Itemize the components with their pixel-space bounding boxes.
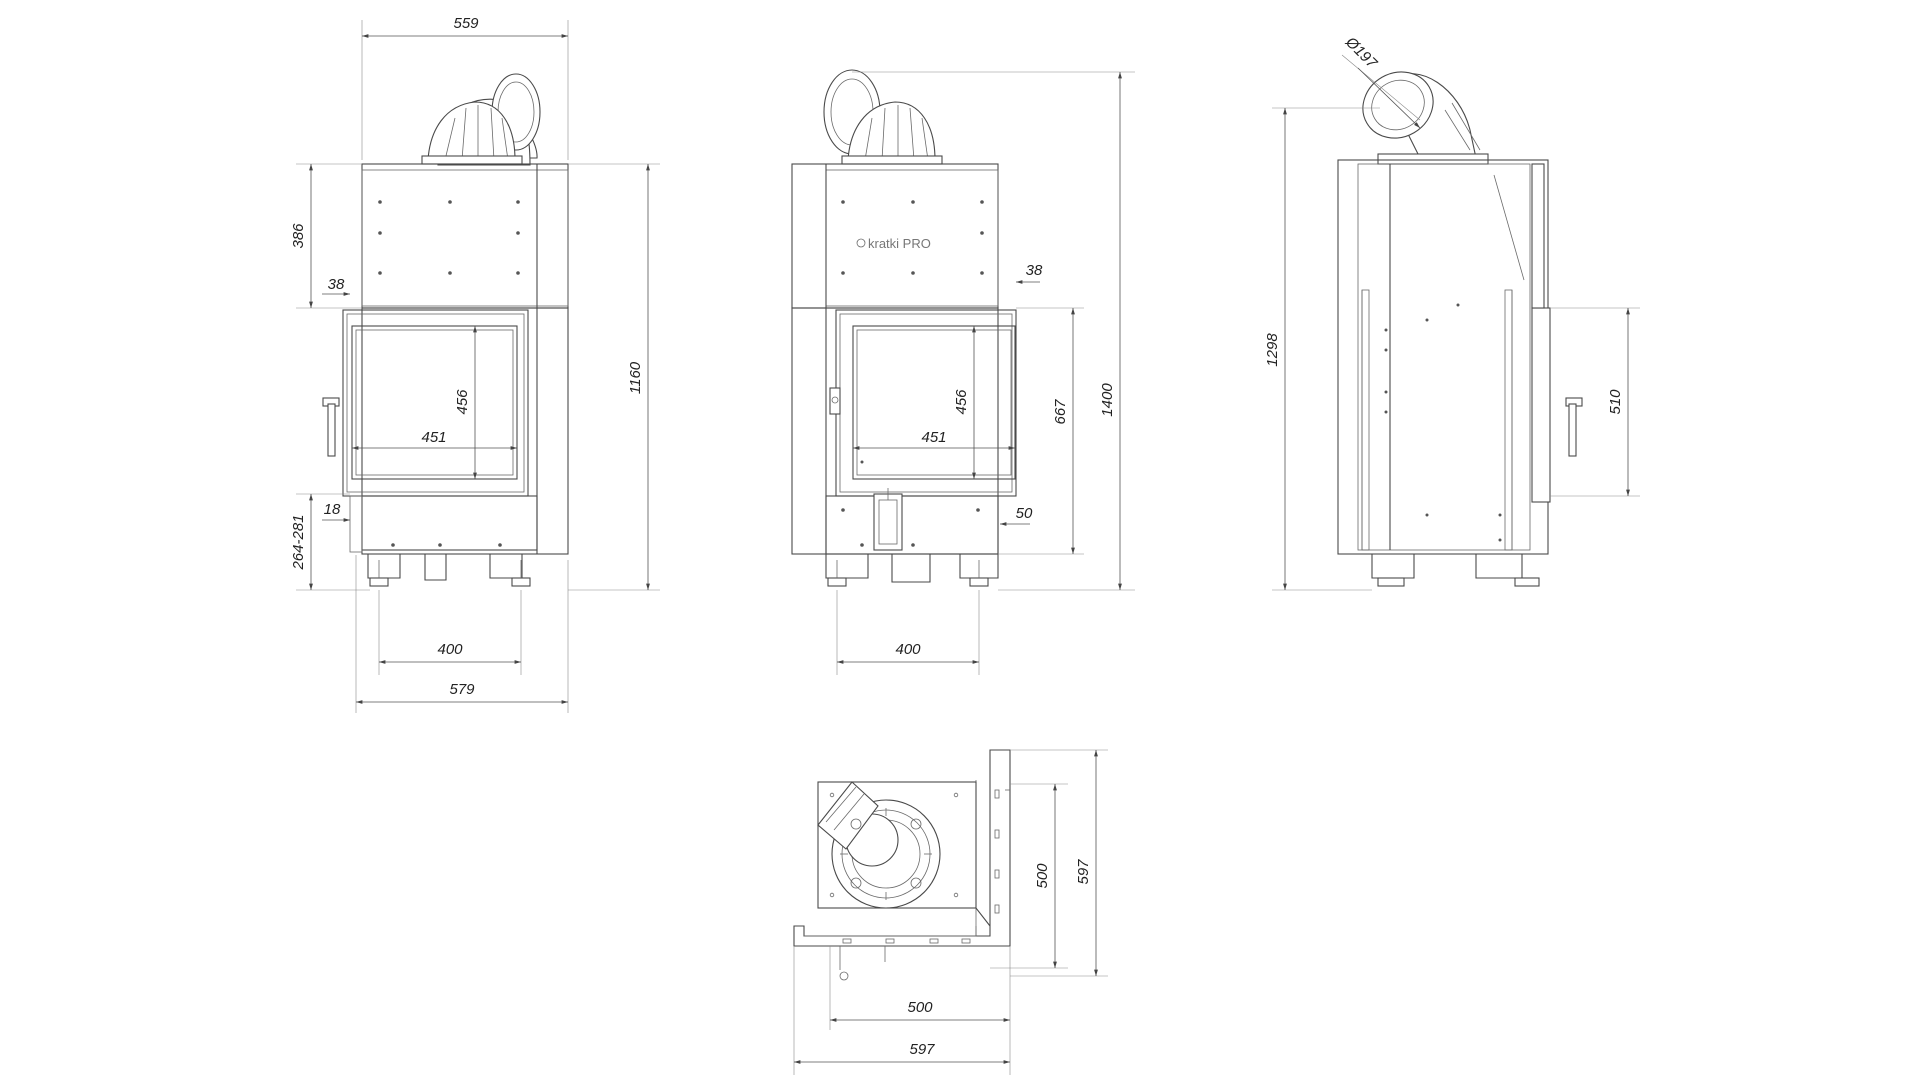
- dim-right-door-height: 667: [1052, 399, 1069, 425]
- dim-front-glass-height: 456: [454, 389, 471, 415]
- side-view: [1337, 71, 1583, 587]
- front-hood-bolts: [378, 200, 520, 275]
- dim-right-side-inset: 38: [1026, 262, 1043, 279]
- dim-top-total-depth: 597: [1075, 859, 1092, 885]
- dim-front-bottom-width: 579: [449, 681, 475, 698]
- dim-right-glass-width: 451: [921, 429, 946, 446]
- dim-top-inner-depth: 500: [1034, 863, 1051, 889]
- corner-flue-collar: [823, 69, 943, 165]
- dim-side-pipe-diameter: Ø197: [1341, 33, 1380, 72]
- side-door-panel: [1531, 307, 1551, 503]
- side-flue-elbow: [1362, 71, 1489, 165]
- corner-hood-bolts: [841, 200, 984, 275]
- top-rail-slots: [842, 789, 1000, 944]
- dim-side-total-height: 1298: [1264, 333, 1281, 367]
- top-dimensions: 500 597 500 597: [793, 749, 1108, 1075]
- corner-dimensions: 38 456 451 667 1400 50 400: [836, 71, 1135, 675]
- dim-front-total-height: 1160: [627, 361, 644, 394]
- dim-front-glass-width: 451: [421, 429, 446, 446]
- dim-top-inner-width: 500: [907, 999, 933, 1016]
- dim-top-total-width: 597: [909, 1041, 935, 1058]
- dim-right-glass-height: 456: [953, 389, 970, 415]
- dim-right-total-height: 1400: [1099, 383, 1116, 417]
- side-door-handle: [1565, 397, 1583, 457]
- front-view: [322, 73, 569, 587]
- dim-right-feet-span: 400: [895, 641, 921, 658]
- top-outline: [793, 749, 1011, 947]
- front-door: [342, 309, 529, 497]
- corner-door: [829, 309, 1017, 497]
- dim-front-feet-span: 400: [437, 641, 463, 658]
- front-flue-collar: [421, 73, 541, 166]
- corner-view: kratki PRO: [791, 69, 1017, 587]
- top-flue-ring: [817, 781, 941, 909]
- svg-text:kratki PRO: kratki PRO: [868, 236, 931, 251]
- dim-front-leg-height: 264-281: [290, 514, 307, 570]
- front-door-handle: [322, 397, 340, 457]
- side-body: [1337, 159, 1549, 555]
- brand-logo: kratki PRO: [856, 236, 931, 251]
- front-body: [361, 307, 569, 555]
- dim-front-top-width: 559: [453, 15, 479, 32]
- side-legs: [1371, 554, 1540, 587]
- top-view: [793, 749, 1011, 981]
- front-dimensions: 559 386 38 456 451 1160 18 264-281 400 5…: [290, 15, 660, 713]
- dim-side-door-height: 510: [1607, 389, 1624, 415]
- side-rivets: [1384, 303, 1502, 542]
- dim-front-foot-inset: 18: [324, 501, 341, 518]
- front-legs: [367, 554, 531, 587]
- corner-air-control: [873, 488, 903, 551]
- dim-front-top-height: 386: [290, 223, 307, 249]
- dim-right-foot-inset: 50: [1016, 505, 1033, 522]
- corner-legs: [825, 554, 999, 587]
- dim-front-left-inset: 38: [328, 276, 345, 293]
